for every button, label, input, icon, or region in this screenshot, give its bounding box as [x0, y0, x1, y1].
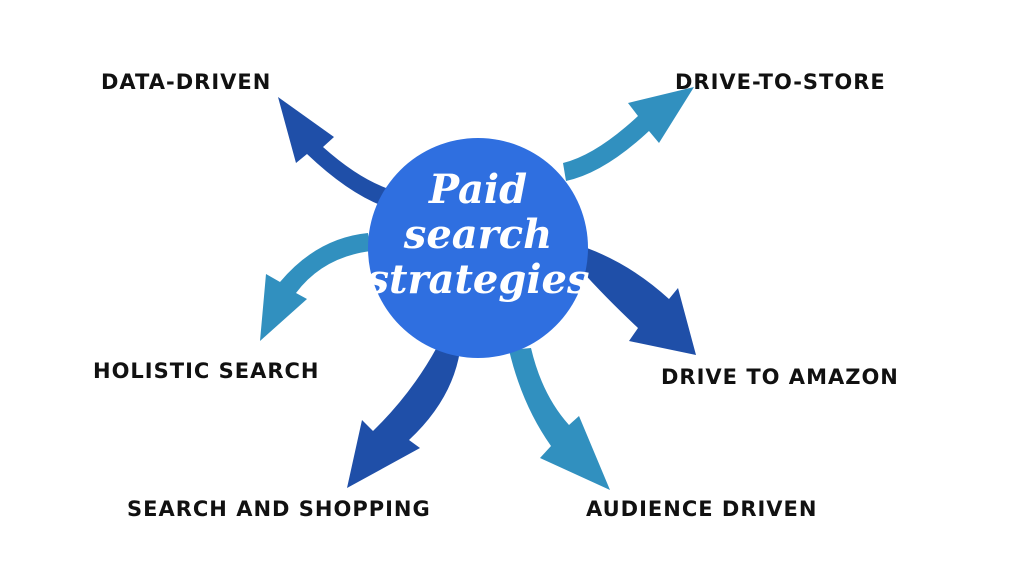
- arrow-holistic-search: [260, 233, 371, 341]
- arrow-data-driven: [278, 97, 392, 208]
- arrow-search-and-shopping: [347, 347, 460, 488]
- hub-line-3: strategies: [365, 256, 589, 303]
- label-data-driven: DATA-DRIVEN: [101, 70, 271, 94]
- label-drive-to-amazon: DRIVE TO AMAZON: [661, 365, 899, 389]
- label-search-and-shopping: SEARCH AND SHOPPING: [127, 497, 431, 521]
- hub-line-2: search: [403, 211, 552, 258]
- arrows: [260, 87, 696, 490]
- label-drive-to-store: DRIVE-TO-STORE: [675, 70, 886, 94]
- arrow-drive-to-store: [563, 87, 694, 181]
- arrow-audience-driven: [509, 348, 610, 490]
- hub-circle: [368, 138, 588, 358]
- label-holistic-search: HOLISTIC SEARCH: [93, 359, 320, 383]
- arrow-drive-to-amazon: [580, 248, 696, 355]
- hub-line-1: Paid: [428, 166, 527, 213]
- label-audience-driven: AUDIENCE DRIVEN: [586, 497, 817, 521]
